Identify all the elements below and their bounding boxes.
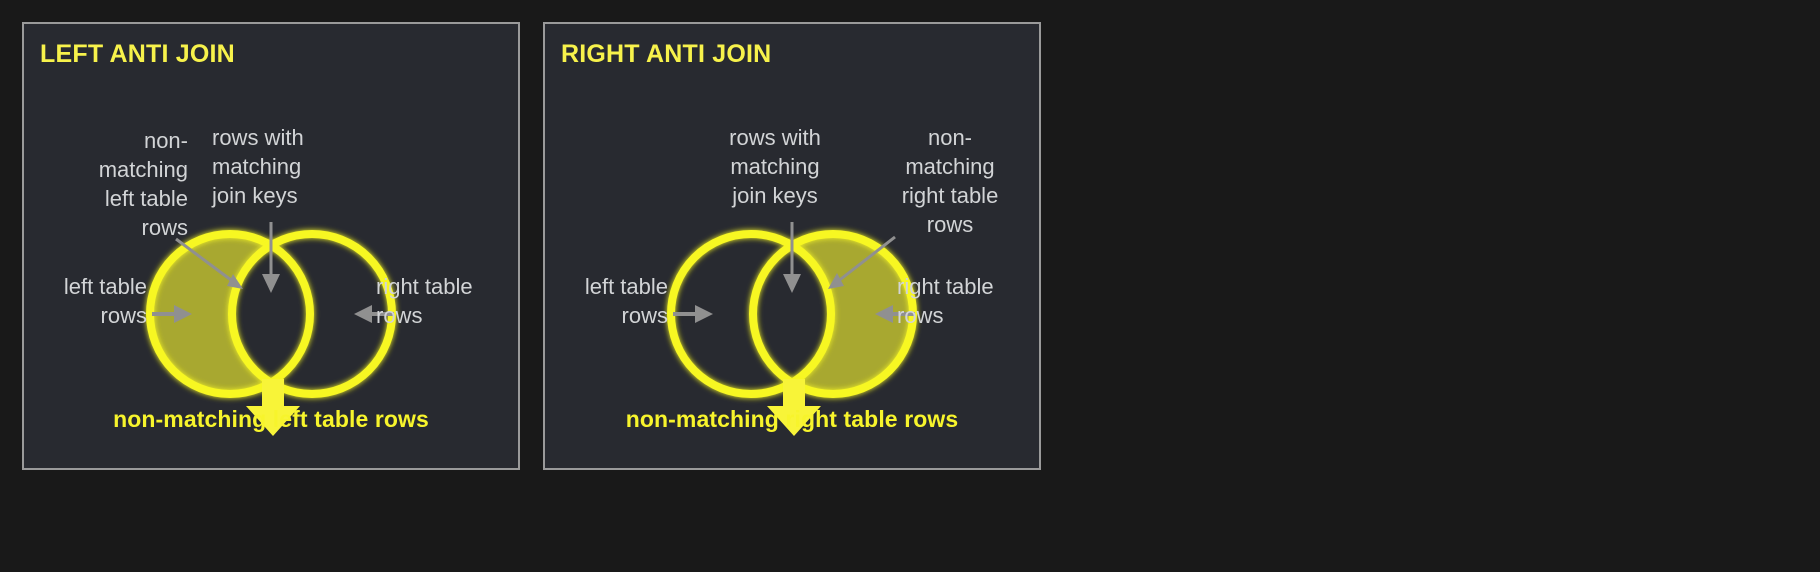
venn-diagram-right: rows with matching join keys non- matchi…	[545, 24, 1039, 468]
label-non-matching-right-table-rows: non- matching right table rows	[901, 125, 999, 237]
label-left-table-rows: left table rows	[584, 274, 668, 328]
annotation-arrow-left-side	[673, 305, 713, 323]
panel-left-anti-join: LEFT ANTI JOIN	[22, 22, 520, 470]
panel-title: LEFT ANTI JOIN	[40, 40, 235, 68]
venn-diagram-left: non- matching left table rows rows with …	[24, 24, 518, 468]
label-right-table-rows: right table rows	[376, 274, 473, 328]
down-arrow-icon	[246, 379, 300, 436]
panel-right-anti-join: RIGHT ANTI JOIN	[543, 22, 1041, 470]
label-rows-with-matching-join-keys: rows with matching join keys	[729, 125, 821, 208]
annotation-arrow-top-left	[175, 237, 243, 289]
label-right-table-rows: right table rows	[897, 274, 994, 328]
annotation-arrow-right-side	[354, 305, 394, 323]
label-non-matching-left-table-rows: non- matching left table rows	[98, 128, 188, 240]
venn-circle-left	[146, 230, 314, 398]
panel-title: RIGHT ANTI JOIN	[561, 40, 772, 68]
venn-svg	[667, 222, 917, 436]
venn-svg	[146, 222, 396, 436]
venn-circle-left	[667, 230, 835, 398]
panel-caption: non-matching right table rows	[625, 406, 959, 432]
annotation-arrow-top-center	[262, 222, 280, 293]
down-arrow-icon	[767, 379, 821, 436]
annotation-arrow-left-side	[152, 305, 192, 323]
label-rows-with-matching-join-keys: rows with matching join keys	[212, 125, 304, 208]
annotation-arrow-top-center	[783, 222, 801, 293]
panel-caption: non-matching left table rows	[113, 406, 429, 432]
annotation-arrow-right-side	[875, 305, 915, 323]
annotation-arrow-top-right	[828, 235, 896, 289]
label-left-table-rows: left table rows	[63, 274, 147, 328]
